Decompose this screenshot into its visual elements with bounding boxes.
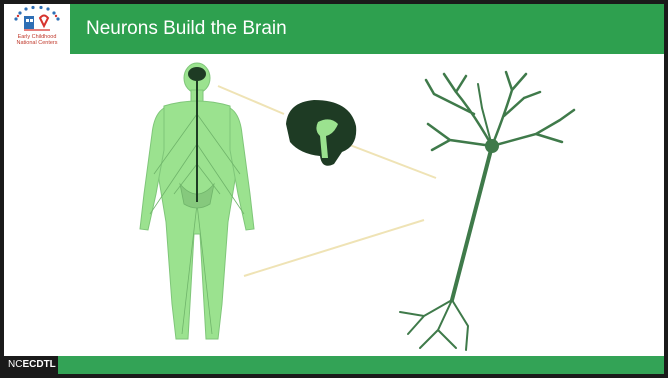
slide: Early Childhood National Centers Neurons…	[4, 4, 664, 374]
logo-icon	[4, 4, 70, 36]
brain-cross-section	[286, 100, 356, 166]
logo-line-2: National Centers	[6, 40, 68, 46]
footer-brand-prefix: NC	[8, 359, 22, 370]
body-brain	[188, 67, 206, 81]
footer-brand-bold: ECDTL	[22, 359, 55, 370]
slide-footer: NCECDTL	[4, 356, 664, 374]
footer-brand: NCECDTL	[4, 356, 58, 374]
neuron-soma	[485, 139, 499, 153]
slide-header: Early Childhood National Centers Neurons…	[4, 4, 664, 54]
ecnc-logo: Early Childhood National Centers	[4, 4, 70, 54]
slide-title: Neurons Build the Brain	[86, 18, 287, 40]
neuron-illustration	[4, 54, 664, 356]
neuron	[400, 72, 574, 350]
